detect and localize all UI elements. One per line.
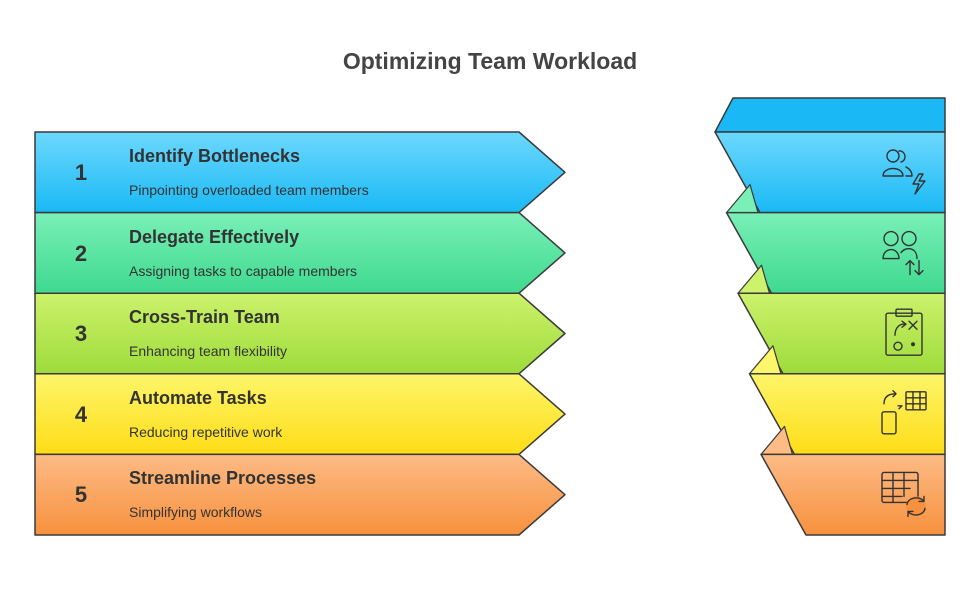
step-description: Simplifying workflows <box>129 504 263 521</box>
step-number: 1 <box>74 160 88 185</box>
step-title: Cross-Train Team <box>129 307 280 328</box>
step-title: Delegate Effectively <box>129 226 300 247</box>
diagram-title: Optimizing Team Workload <box>342 48 638 74</box>
step-title: Identify Bottlenecks <box>129 146 301 166</box>
users-transfer-icon <box>882 230 924 276</box>
panel-top-cap <box>714 97 946 133</box>
step-number: 3 <box>74 321 88 347</box>
step-arrow-5 <box>34 453 566 536</box>
step-arrow-2 <box>34 211 566 294</box>
step-arrow-3 <box>34 292 566 375</box>
step-number: 2 <box>74 240 88 266</box>
step-title: Automate Tasks <box>129 387 267 408</box>
table-refresh-icon <box>881 471 926 518</box>
step-panel-5 <box>760 453 946 536</box>
step-description: Assigning tasks to capable members <box>129 262 357 279</box>
phone-table-sync-icon <box>881 390 927 435</box>
step-number: 4 <box>74 401 88 427</box>
step-title: Streamline Processes <box>129 468 317 489</box>
users-lightning-icon <box>882 149 926 195</box>
step-description: Enhancing team flexibility <box>129 343 287 360</box>
step-arrow-1 <box>34 131 566 214</box>
clipboard-strategy-icon <box>885 308 923 356</box>
step-description: Reducing repetitive work <box>129 423 283 440</box>
step-arrow-4 <box>34 373 566 456</box>
step-number: 5 <box>74 482 88 508</box>
step-description: Pinpointing overloaded team members <box>129 182 369 198</box>
